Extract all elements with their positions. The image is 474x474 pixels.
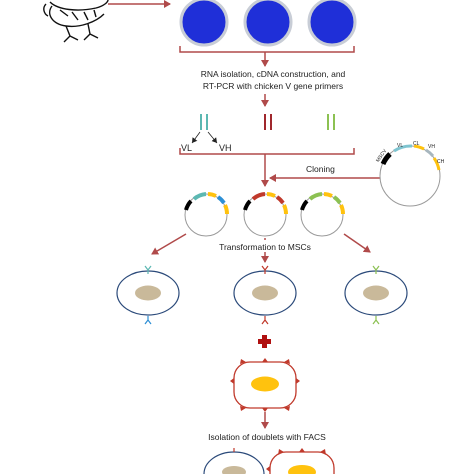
nucleus: [252, 285, 278, 301]
nucleus: [135, 285, 161, 301]
doublet-target-cell: [266, 448, 335, 474]
plasmid-teal: [184, 192, 230, 237]
plasmid-red: [243, 192, 289, 237]
doublet-msc-cell: [203, 448, 265, 474]
bead-2: [243, 0, 293, 47]
transform-arrow-left: [151, 233, 187, 255]
vector-plasmid: MSCV VL CL VH CH: [375, 141, 445, 207]
target-nucleus: [251, 376, 279, 392]
vector-label-vh: VH: [428, 144, 435, 150]
bead-1: [179, 0, 229, 47]
vector-cl-segment: [413, 144, 425, 151]
plasmid-green: [300, 192, 346, 237]
msc-cell-red: [233, 265, 297, 325]
chicken-icon: [43, 0, 109, 43]
nucleus: [363, 285, 389, 301]
step-facs: Isolation of doublets with FACS: [208, 432, 326, 442]
vector-vl-segment: [393, 144, 413, 153]
step-rna-line1: RNA isolation, cDNA construction, and: [201, 69, 346, 79]
vector-label-vl: VL: [397, 143, 403, 149]
step-transformation: Transformation to MSCs: [219, 242, 311, 252]
bead-row: [179, 0, 357, 47]
gene-pair-red: [264, 114, 272, 130]
label-vh: VH: [219, 143, 232, 153]
bead-3: [307, 0, 357, 47]
vector-promoter-segment: [380, 152, 392, 166]
vector-label-cl: CL: [413, 141, 420, 147]
vector-label-ch: CH: [437, 159, 445, 165]
gene-pair-green: [327, 114, 335, 130]
gene-pair-teal: [200, 114, 208, 130]
vl-pointer: [191, 131, 201, 144]
msc-cell-green: [344, 265, 408, 325]
step-rna-line2: RT-PCR with chicken V gene primers: [203, 81, 343, 91]
step-cloning: Cloning: [306, 164, 335, 174]
vh-pointer: [207, 131, 218, 144]
msc-cell-teal: [116, 265, 180, 325]
vector-ch-segment: [432, 157, 441, 171]
vector-vh-segment: [425, 148, 435, 158]
target-cell: [230, 358, 300, 412]
bracket-middle: [179, 148, 355, 155]
plus-icon: [258, 335, 271, 348]
label-backdrop: [214, 240, 316, 252]
bracket-top: [179, 46, 355, 53]
label-vl: VL: [181, 143, 192, 153]
transform-arrow-right: [343, 233, 371, 253]
